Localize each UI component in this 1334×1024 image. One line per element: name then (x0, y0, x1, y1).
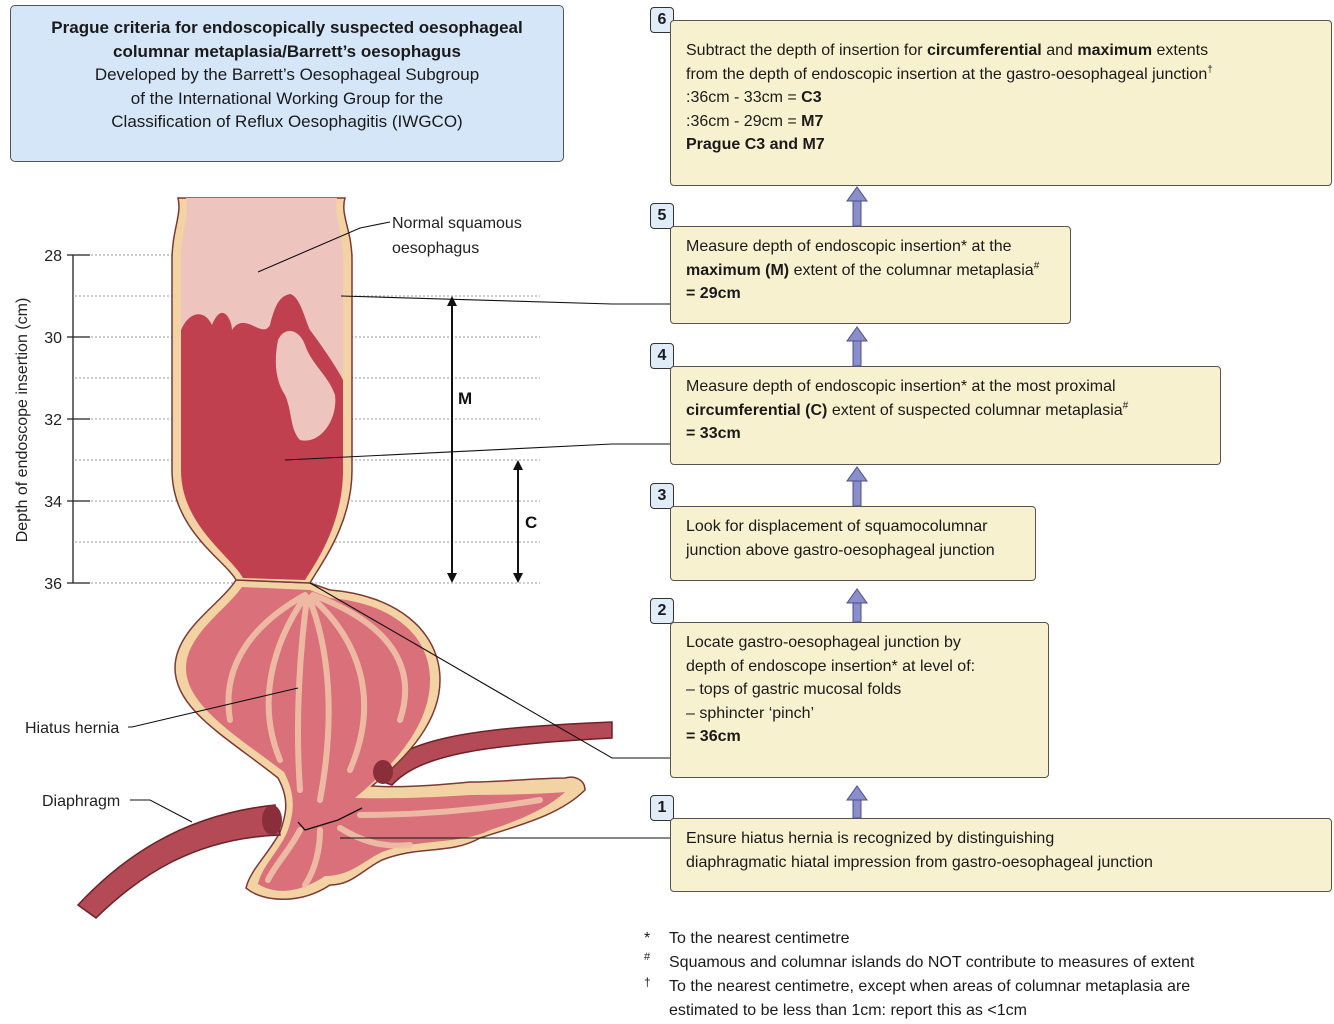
footnote-1-text: To the nearest centimetre (669, 928, 850, 950)
step-1-number: 1 (650, 795, 674, 821)
step-2-text: Locate gastro-oesophageal junction by (686, 631, 1033, 655)
step-1-text: diaphragmatic hiatal impression from gas… (686, 851, 1316, 875)
c-label: C (525, 513, 537, 532)
step-6-bold-maximum: maximum (1077, 42, 1152, 59)
step-1-text: Ensure hiatus hernia is recognized by di… (686, 827, 1316, 851)
label-normal-squamous-2: oesophagus (392, 240, 479, 257)
arrow-3-4 (847, 467, 867, 506)
footnote-2-symbol: # (644, 946, 658, 968)
step-2-result: = 36cm (686, 725, 1033, 749)
step-5-bold-maximum: maximum (M) (686, 262, 789, 279)
footnote-3-text-1: To the nearest centimetre, except when a… (669, 976, 1190, 998)
step-5-text: Measure depth of endoscopic insertion* a… (686, 235, 1055, 259)
footnote-3-symbol: † (644, 971, 658, 993)
step-6-result: Prague C3 and M7 (686, 133, 1316, 157)
hash-sup: # (1123, 400, 1129, 411)
diaphragm-left (78, 805, 280, 918)
step-2-bullet: – sphincter ‘pinch’ (686, 702, 1033, 726)
step-5-text: extent of the columnar metaplasia (789, 262, 1034, 279)
dagger-sup: † (1207, 64, 1213, 75)
tick-label-32: 32 (44, 412, 62, 429)
step-6-text: Subtract the depth of insertion for (686, 42, 927, 59)
step-2-number: 2 (650, 598, 674, 624)
step-5-box: Measure depth of endoscopic insertion* a… (670, 226, 1071, 324)
step-2-box: Locate gastro-oesophageal junction by de… (670, 622, 1049, 778)
tick-label-36: 36 (44, 576, 62, 593)
step-4-result: = 33cm (686, 422, 1205, 446)
step-6-box: Subtract the depth of insertion for circ… (670, 20, 1332, 186)
step-2-bullet: – tops of gastric mucosal folds (686, 678, 1033, 702)
step-6-text: from the depth of endoscopic insertion a… (686, 66, 1207, 83)
footnote-3-text-2: estimated to be less than 1cm: report th… (669, 1000, 1027, 1022)
step-3-number: 3 (650, 483, 674, 509)
step-4-bold-circumferential: circumferential (C) (686, 402, 827, 419)
step-6-m-value: M7 (801, 113, 823, 130)
tick-label-34: 34 (44, 494, 62, 511)
label-normal-squamous-1: Normal squamous (392, 215, 522, 232)
step-6-calc-c: :36cm - 33cm = (686, 89, 801, 106)
step-6-c-value: C3 (801, 89, 821, 106)
tick-label-30: 30 (44, 330, 62, 347)
step-4-box: Measure depth of endoscopic insertion* a… (670, 366, 1221, 465)
arrow-5-6 (847, 187, 867, 226)
step-5-number: 5 (650, 203, 674, 229)
arrow-1-2 (847, 786, 867, 818)
hash-sup: # (1034, 260, 1040, 271)
step-6-calc-m: :36cm - 29cm = (686, 113, 801, 130)
step-6-text: extents (1152, 42, 1208, 59)
m-label: M (458, 389, 472, 408)
step-4-text: Measure depth of endoscopic insertion* a… (686, 375, 1205, 399)
step-3-text: junction above gastro-oesophageal juncti… (686, 539, 1020, 563)
footnote-2-text: Squamous and columnar islands do NOT con… (669, 952, 1194, 974)
label-diaphragm: Diaphragm (42, 793, 120, 810)
step-3-box: Look for displacement of squamocolumnar … (670, 506, 1036, 581)
step-2-text: depth of endoscope insertion* at level o… (686, 655, 1033, 679)
step-1-box: Ensure hiatus hernia is recognized by di… (670, 818, 1332, 892)
step-5-result: = 29cm (686, 282, 1055, 306)
label-hiatus-hernia: Hiatus hernia (25, 720, 119, 737)
step-4-text: extent of suspected columnar metaplasia (827, 402, 1122, 419)
step-4-number: 4 (650, 343, 674, 369)
arrow-2-3 (847, 589, 867, 622)
arrow-4-5 (847, 327, 867, 366)
step-6-text: and (1042, 42, 1078, 59)
axis-label: Depth of endoscope insertion (cm) (14, 298, 31, 543)
step-3-text: Look for displacement of squamocolumnar (686, 515, 1020, 539)
axis-ticks (67, 255, 90, 583)
tick-label-28: 28 (44, 248, 62, 265)
step-6-bold-circumferential: circumferential (927, 42, 1042, 59)
